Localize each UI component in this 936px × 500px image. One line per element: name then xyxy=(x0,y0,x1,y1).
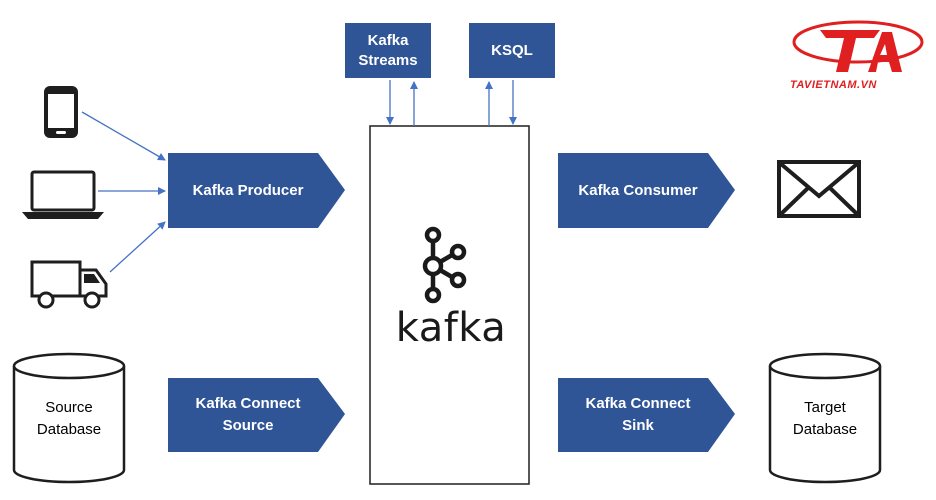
kafka-brand-text: kafka xyxy=(395,305,507,351)
device-arrows xyxy=(81,111,166,273)
kafka-connect-source-shape xyxy=(168,378,345,452)
kafka-streams-box xyxy=(345,23,431,78)
smartphone-icon xyxy=(44,86,78,138)
stream-arrows xyxy=(386,80,517,126)
kafka-producer-shape xyxy=(168,153,345,228)
source-database-cylinder xyxy=(12,352,126,484)
envelope-icon xyxy=(777,160,861,218)
kafka-consumer-shape xyxy=(558,153,735,228)
laptop-icon xyxy=(22,170,104,219)
kafka-logo-icon xyxy=(422,226,467,304)
watermark-logo-icon xyxy=(792,20,924,72)
watermark-text: TAVIETNAM.VN xyxy=(790,79,877,91)
target-database-cylinder xyxy=(768,352,882,484)
kafka-connect-sink-shape xyxy=(558,378,735,452)
ksql-box xyxy=(469,23,555,78)
kafka-cluster-box xyxy=(369,125,530,485)
truck-icon xyxy=(30,260,108,309)
